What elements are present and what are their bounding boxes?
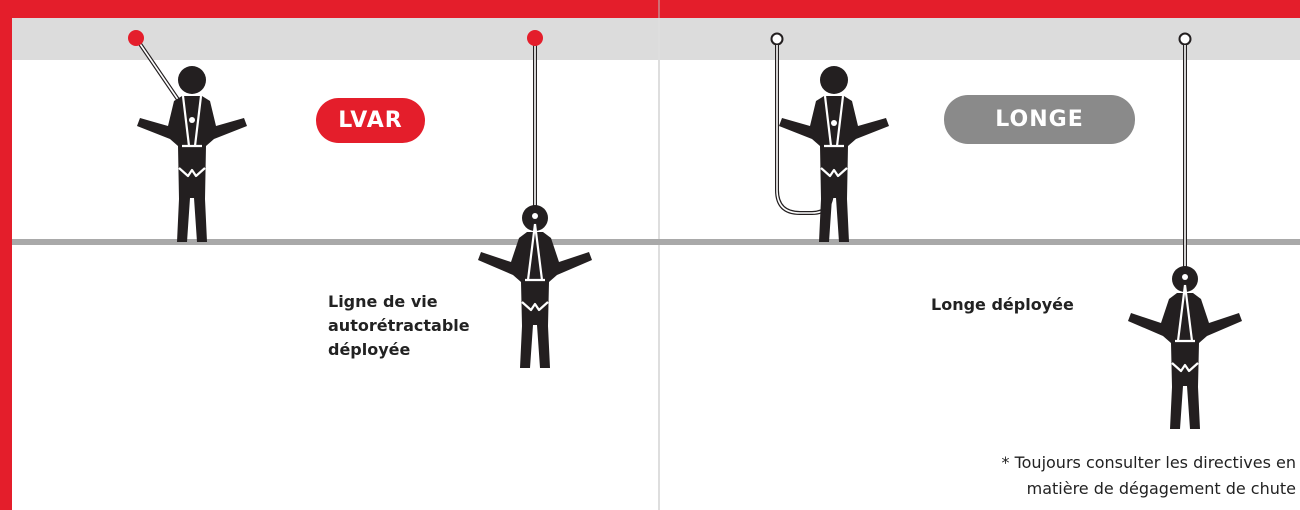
lvar-caption-line-1: Ligne de vie (328, 290, 508, 314)
lvar-anchor-icon-1 (128, 30, 144, 46)
longe-anchor-icon-1 (772, 34, 783, 45)
lvar-caption: Ligne de vie autorétractable déployée (328, 290, 508, 362)
longe-standing-person (779, 66, 889, 242)
left-red-border (0, 0, 12, 510)
lvar-standing-person (137, 66, 247, 242)
lvar-caption-line-3: déployée (328, 338, 508, 362)
ceiling-left (12, 18, 658, 60)
longe-anchor-icon-2 (1180, 34, 1191, 45)
clearance-footnote: * Toujours consulter les directives en m… (916, 450, 1296, 502)
lvar-caption-line-2: autorétractable (328, 314, 508, 338)
top-red-band (0, 0, 1300, 18)
longe-caption: Longe déployée (931, 293, 1131, 317)
ceiling-right (660, 18, 1300, 60)
longe-fallen-person (1128, 266, 1242, 429)
footnote-line-2: matière de dégagement de chute (916, 476, 1296, 502)
lvar-anchor-icon-2 (527, 30, 543, 46)
footnote-line-1: * Toujours consulter les directives en (916, 450, 1296, 476)
longe-badge: LONGE (944, 95, 1135, 144)
lvar-badge: LVAR (316, 98, 425, 143)
